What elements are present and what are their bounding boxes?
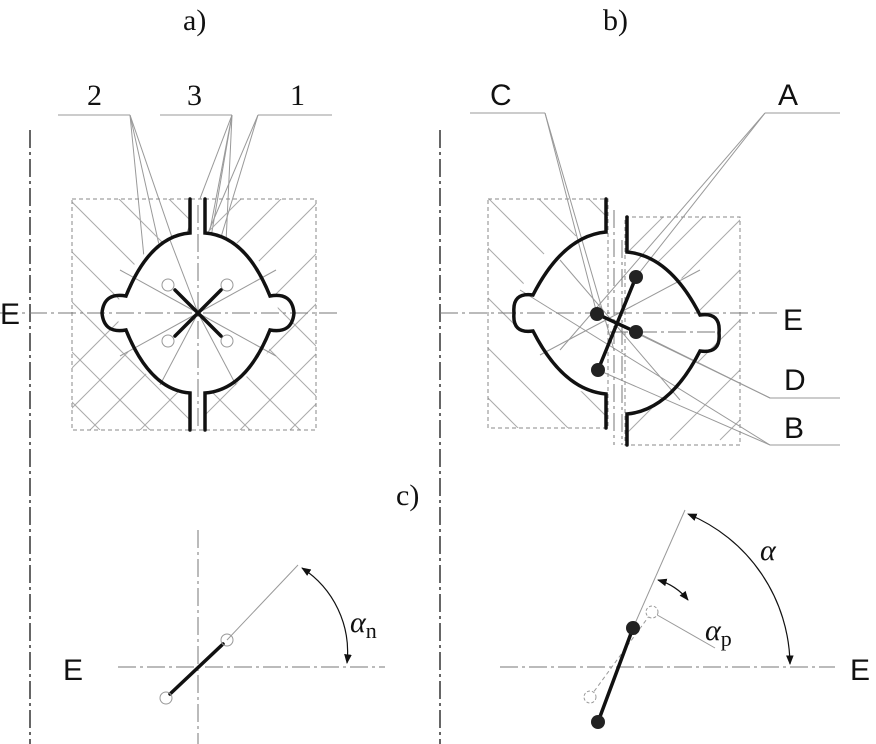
chamber-outline-b-right (625, 215, 721, 447)
panel-c-title: c) (396, 479, 419, 512)
panel-b-title: b) (603, 4, 628, 37)
angle-label-alpha: α (760, 534, 777, 567)
panel-a: a) 2 3 1 E (0, 4, 340, 432)
axis-label-e-b: E (783, 304, 803, 337)
label-b: B (784, 412, 804, 445)
angle-label-alpha-p: αp (705, 614, 732, 651)
block-a (71, 198, 317, 431)
label-a: A (778, 79, 798, 112)
angle-arc-alpha-p (657, 578, 689, 601)
panel-c: c) E αn E α αp (63, 479, 870, 744)
label-c: C (490, 79, 512, 112)
angle-label-alpha-n: αn (350, 606, 377, 643)
axis-label-e-c-left: E (63, 654, 83, 687)
chamber-outline-a (100, 197, 296, 432)
angle-arc-alpha-n (301, 567, 352, 664)
label-3: 3 (187, 79, 202, 112)
axis-label-e-a: E (0, 298, 20, 331)
link-bar-2 (595, 312, 638, 334)
chamber-outline-b-left (512, 197, 608, 430)
angle-arc-alpha (687, 513, 794, 665)
cross-bar-2 (173, 288, 223, 338)
block-b-right (624, 216, 741, 446)
axis-label-e-c-right: E (850, 654, 870, 687)
panel-a-title: a) (183, 4, 206, 37)
pin-circles-a (161, 278, 234, 348)
label-1: 1 (290, 79, 305, 112)
label-d: D (784, 364, 806, 397)
pin-dots-b (590, 270, 643, 377)
rotor-bar-displaced (596, 626, 635, 724)
panel-b: b) C A D B (440, 4, 840, 447)
rotor-bar-neutral (168, 642, 225, 696)
label-2: 2 (87, 79, 102, 112)
